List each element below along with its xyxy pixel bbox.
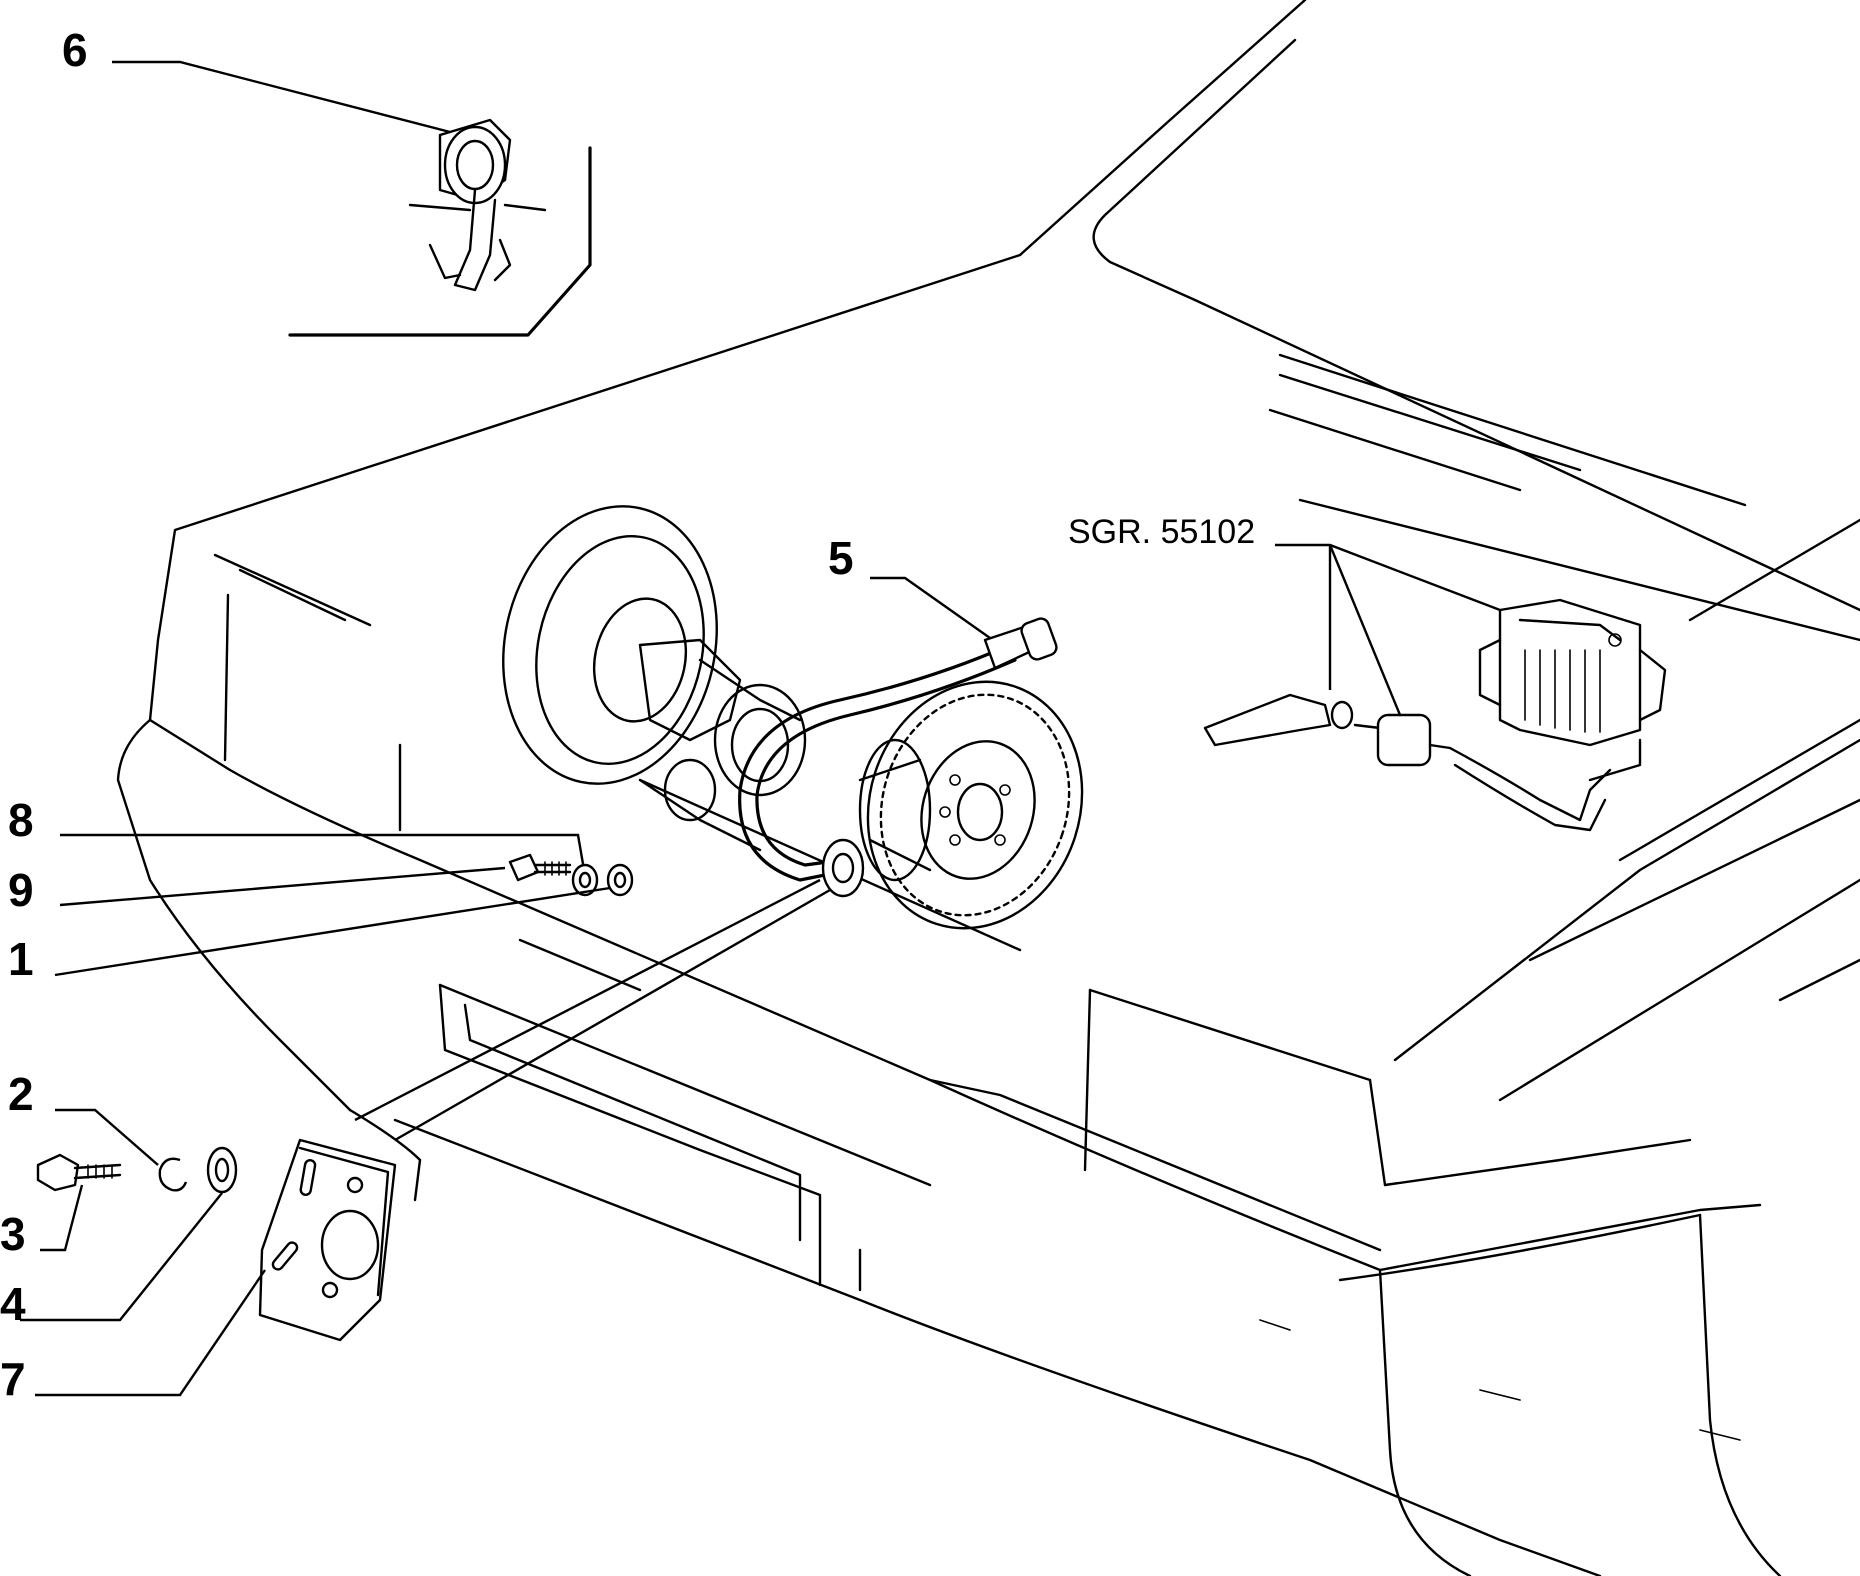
callout-9: 9 (8, 864, 34, 916)
callout-5: 5 (828, 532, 854, 584)
sensor-fasteners (508, 853, 634, 897)
reference-label-sgr: SGR. 55102 (1068, 513, 1255, 551)
rpm-sensor-with-cable (738, 617, 1058, 898)
callout-1: 1 (8, 933, 34, 985)
crankshaft-assembly (502, 505, 1084, 952)
callout-4: 4 (0, 1278, 26, 1330)
callout-8: 8 (8, 794, 34, 846)
callout-6: 6 (62, 24, 88, 76)
callout-7: 7 (0, 1353, 26, 1405)
callout-2: 2 (8, 1068, 34, 1120)
car-body-outline (116, 0, 1860, 1576)
leader-lines (20, 60, 1501, 1397)
plate-fasteners (36, 1138, 397, 1342)
callout-labels: 6 5 8 9 1 2 3 4 7 SGR. 55102 (0, 24, 1255, 1405)
callout-3: 3 (0, 1208, 26, 1260)
cable-clip-part (288, 118, 592, 337)
control-unit-assembly (1203, 598, 1667, 832)
